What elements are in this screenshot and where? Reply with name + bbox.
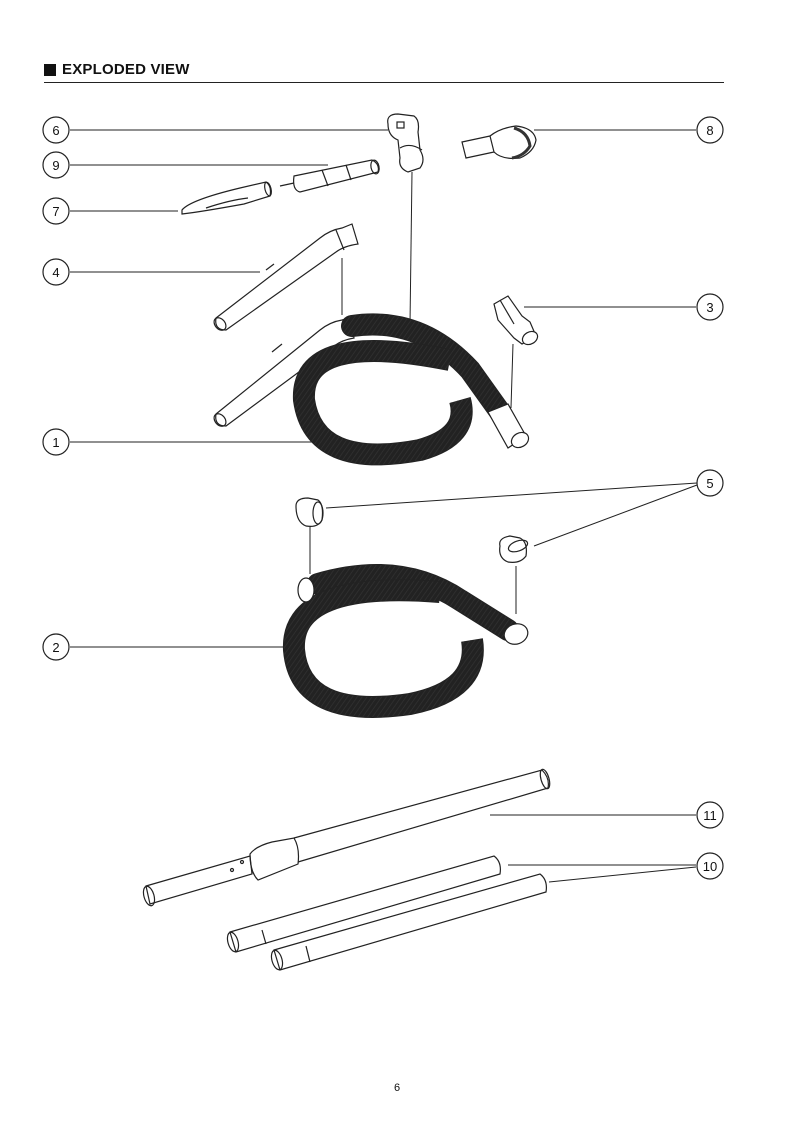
- callout-8: 8: [696, 116, 724, 144]
- svg-text:2: 2: [52, 640, 59, 655]
- svg-text:1: 1: [52, 435, 59, 450]
- callout-2: 2: [42, 633, 70, 661]
- callout-5: 5: [696, 469, 724, 497]
- callout-9: 9: [42, 151, 70, 179]
- part-6-tool-holder-icon: [387, 113, 424, 173]
- part-2-hose-icon: [282, 564, 529, 718]
- callout-6: 6: [42, 116, 70, 144]
- page-title: EXPLODED VIEW: [62, 61, 190, 78]
- svg-text:3: 3: [706, 300, 713, 315]
- svg-text:6: 6: [52, 123, 59, 138]
- callout-3: 3: [696, 293, 724, 321]
- callout-11: 11: [696, 801, 724, 829]
- callout-10: 10: [696, 852, 724, 880]
- svg-text:5: 5: [706, 476, 713, 491]
- svg-text:7: 7: [52, 204, 59, 219]
- part-7-crevice-nozzle-icon: [181, 181, 272, 215]
- part-1-hose-assembly-icon: [213, 313, 530, 466]
- svg-text:11: 11: [703, 808, 717, 823]
- part-3-hose-connector-icon: [493, 295, 539, 346]
- callout-7: 7: [42, 197, 70, 225]
- callout-4: 4: [42, 258, 70, 286]
- leader-lines: [70, 129, 698, 883]
- page-number: 6: [393, 1082, 401, 1094]
- svg-text:10: 10: [703, 859, 717, 874]
- svg-text:9: 9: [52, 158, 59, 173]
- svg-text:8: 8: [706, 123, 713, 138]
- part-9-adapter-tube-icon: [279, 159, 380, 193]
- part-8-brush-nozzle-icon: [461, 125, 537, 160]
- header-square-icon: [44, 64, 56, 76]
- section-header: EXPLODED VIEW: [44, 60, 724, 83]
- part-11-telescopic-tube-icon: [142, 768, 551, 907]
- part-4-handle-icon: [213, 223, 359, 331]
- part-5-hose-cuffs-icon: [295, 497, 529, 563]
- callout-1: 1: [42, 428, 70, 456]
- part-10-extension-tubes-icon: [226, 855, 547, 971]
- svg-text:4: 4: [52, 265, 59, 280]
